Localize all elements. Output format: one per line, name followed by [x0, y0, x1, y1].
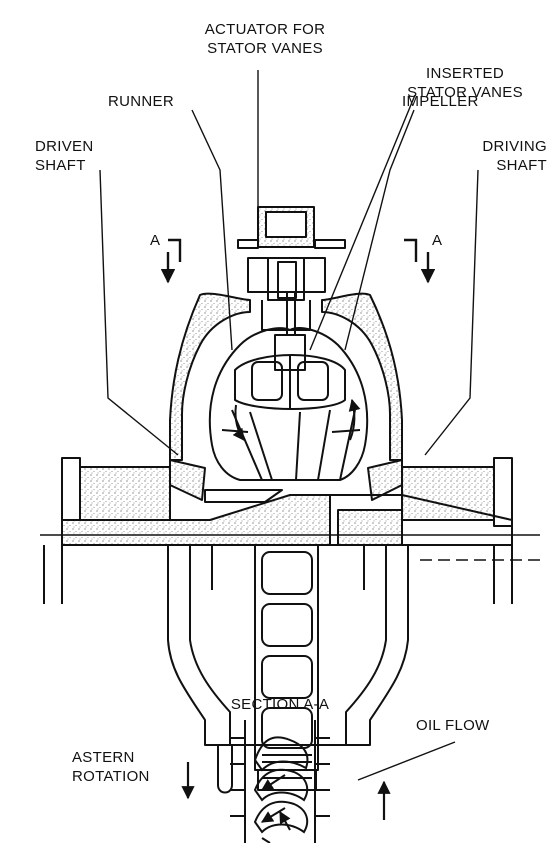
actuator [237, 206, 346, 371]
section-mark-right: A [432, 232, 443, 249]
section-a-marks [160, 238, 436, 284]
inserted-label-line1: INSERTED [426, 65, 504, 82]
actuator-label-line1: ACTUATOR FOR [204, 21, 326, 38]
driving-shaft-label: DRIVING SHAFT [440, 137, 547, 175]
inserted-stator-vanes-label: INSERTED STATOR VANES [390, 64, 540, 102]
actuator-label: ACTUATOR FOR STATOR VANES [175, 20, 355, 58]
centerline [40, 534, 540, 561]
astern-label-line2: ROTATION [72, 768, 150, 785]
actuator-label-line2: STATOR VANES [207, 40, 323, 57]
leader-lines [99, 70, 479, 781]
fluid-torus [208, 327, 369, 481]
runner-label: RUNNER [108, 93, 174, 110]
driving-label-line1: DRIVING [482, 138, 547, 155]
astern-label-line1: ASTERN [72, 749, 135, 766]
oil-flow-label: OIL FLOW [416, 717, 490, 734]
driving-label-line2: SHAFT [496, 157, 547, 174]
driven-label-line2: SHAFT [35, 157, 86, 174]
shaft-assembly [43, 457, 513, 604]
driven-shaft-label: DRIVEN SHAFT [35, 137, 93, 175]
impeller-label: IMPELLER [402, 93, 479, 110]
section-title: SECTION A-A [230, 696, 330, 713]
rotation-arrows [181, 762, 391, 820]
section-a-a-detail [230, 720, 330, 844]
astern-rotation-label: ASTERN ROTATION [72, 748, 150, 786]
lower-housing [167, 545, 409, 794]
section-mark-left: A [150, 232, 161, 249]
coupling-casing [169, 292, 403, 501]
inserted-label-line2: STATOR VANES [407, 84, 523, 101]
driven-label-line1: DRIVEN [35, 138, 94, 155]
